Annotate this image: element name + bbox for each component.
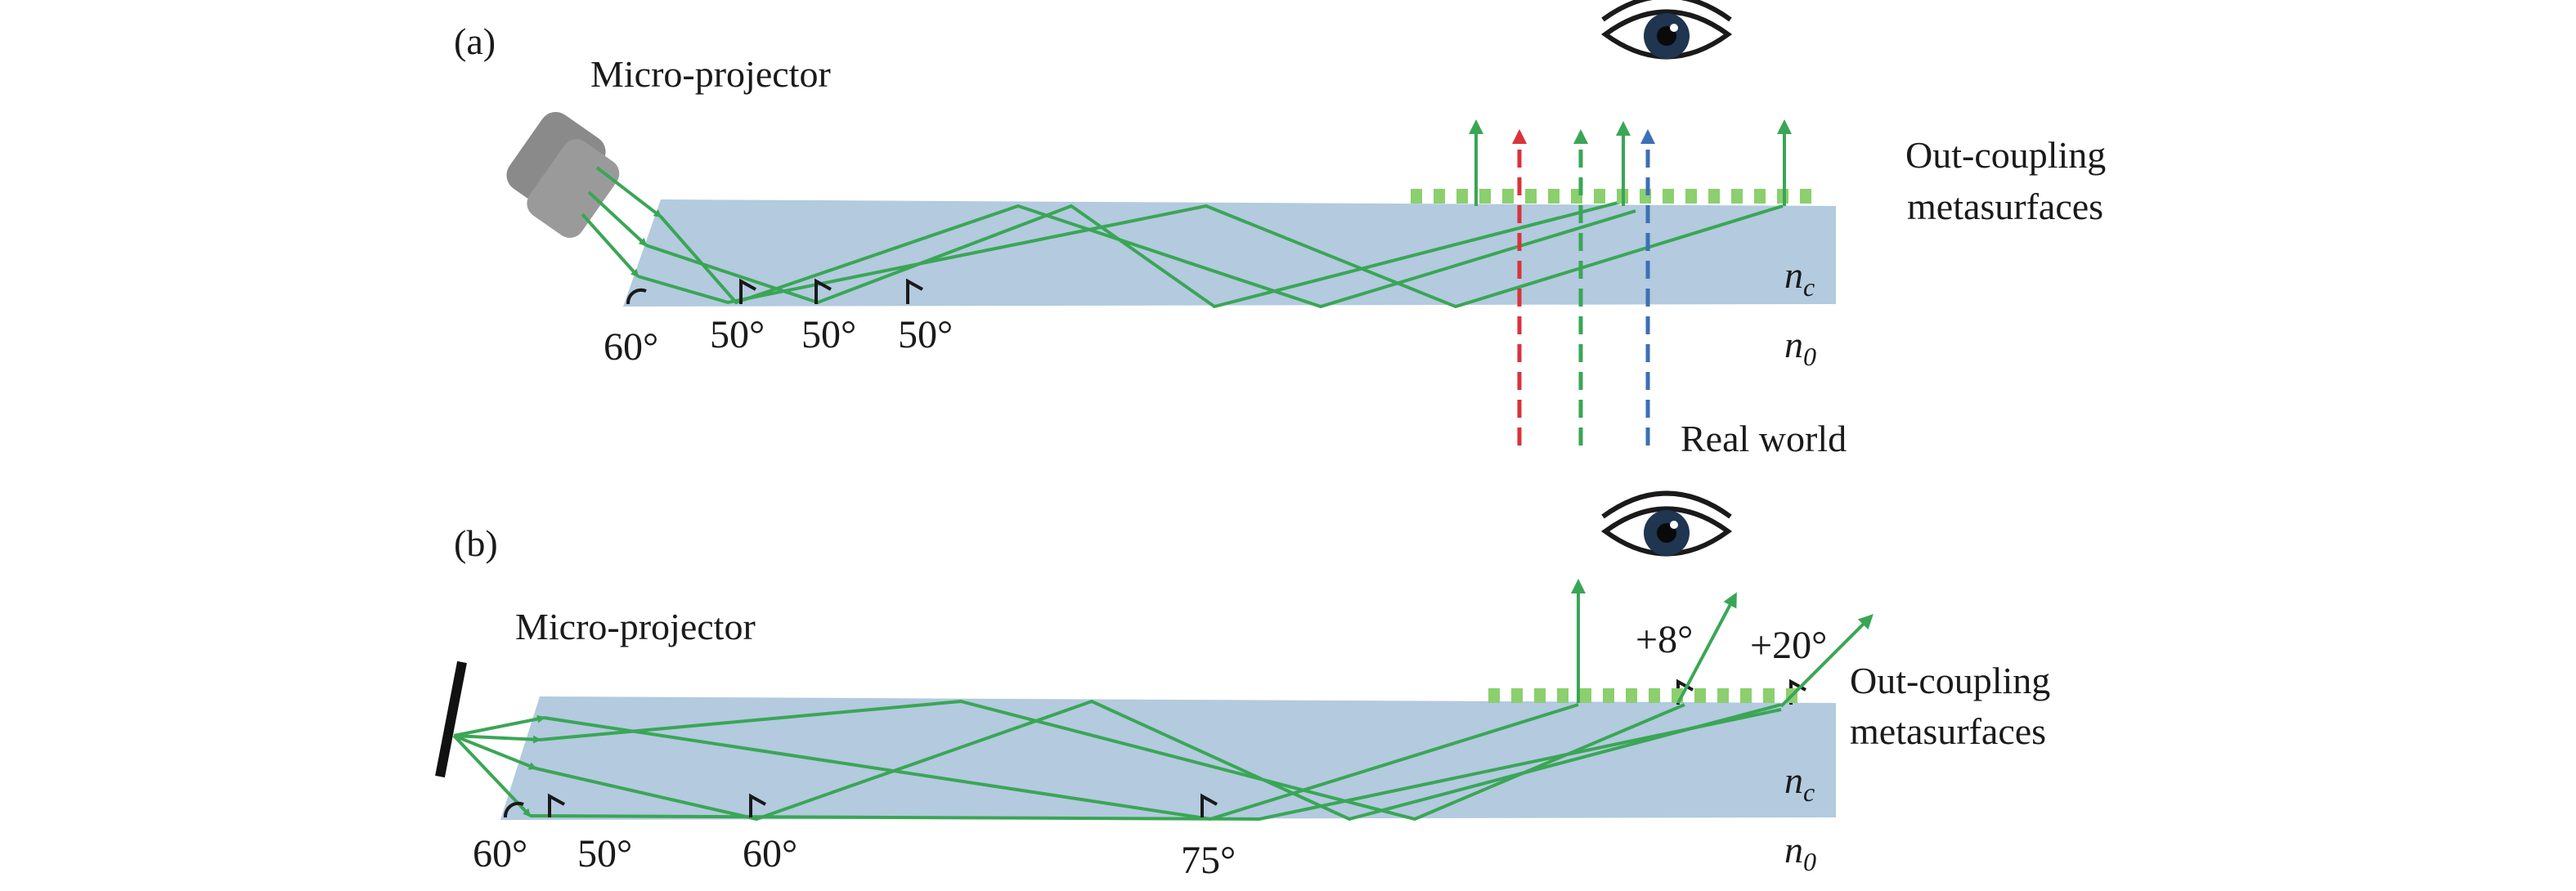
panel-a-output-rays — [1469, 119, 1792, 206]
panel-a-angle-4: 50° — [898, 313, 953, 356]
panel-b-outcoupling-2: metasurfaces — [1850, 710, 2046, 752]
panel-a: (a) Micro-projector 60° — [454, 0, 2106, 459]
panel-a-projector-label: Micro-projector — [590, 53, 831, 95]
panel-b-out-angle-2: +20° — [1750, 624, 1827, 667]
panel-a-input-rays — [581, 166, 662, 278]
panel-b-guided-rays — [529, 699, 1782, 822]
panel-b-angle-4: 75° — [1181, 839, 1236, 882]
panel-a-projector-icon — [506, 111, 620, 238]
panel-b-n0: n0 — [1784, 829, 1816, 876]
panel-a-angle-marks — [626, 278, 923, 305]
panel-b-waveguide — [500, 696, 1836, 820]
panel-a-label: (a) — [454, 20, 496, 62]
panel-a-nc: nc — [1784, 254, 1815, 302]
panel-b-angle-2: 50° — [577, 832, 632, 875]
panel-b-projector-label: Micro-projector — [515, 606, 756, 647]
panel-b-nc: nc — [1784, 759, 1815, 807]
panel-a-angle-3: 50° — [801, 313, 856, 356]
eye-icon — [1600, 490, 1733, 557]
panel-a-outcoupling-2: metasurfaces — [1907, 186, 2103, 227]
panel-a-angle-1: 60° — [604, 325, 658, 369]
panel-b-label: (b) — [454, 522, 498, 564]
panel-a-real-world: Real world — [1681, 418, 1847, 459]
panel-b-input-rays — [452, 714, 545, 817]
panel-b-angle-3: 60° — [743, 832, 797, 875]
panel-b-outcoupling-1: Out-coupling — [1850, 660, 2050, 701]
panel-a-outcoupling-1: Out-coupling — [1905, 134, 2106, 176]
panel-b-projector-icon — [435, 660, 467, 778]
panel-b: (b) Micro-projector 60° 50° 60° — [435, 490, 2050, 882]
panel-b-output-rays — [1571, 579, 1874, 708]
panel-a-n0: n0 — [1784, 324, 1816, 371]
panel-b-out-angle-1: +8° — [1636, 618, 1693, 661]
panel-b-angle-1: 60° — [473, 832, 527, 875]
panel-a-angle-2: 50° — [710, 313, 765, 356]
eye-icon — [1600, 0, 1733, 60]
panel-a-guided-rays — [637, 199, 1784, 309]
